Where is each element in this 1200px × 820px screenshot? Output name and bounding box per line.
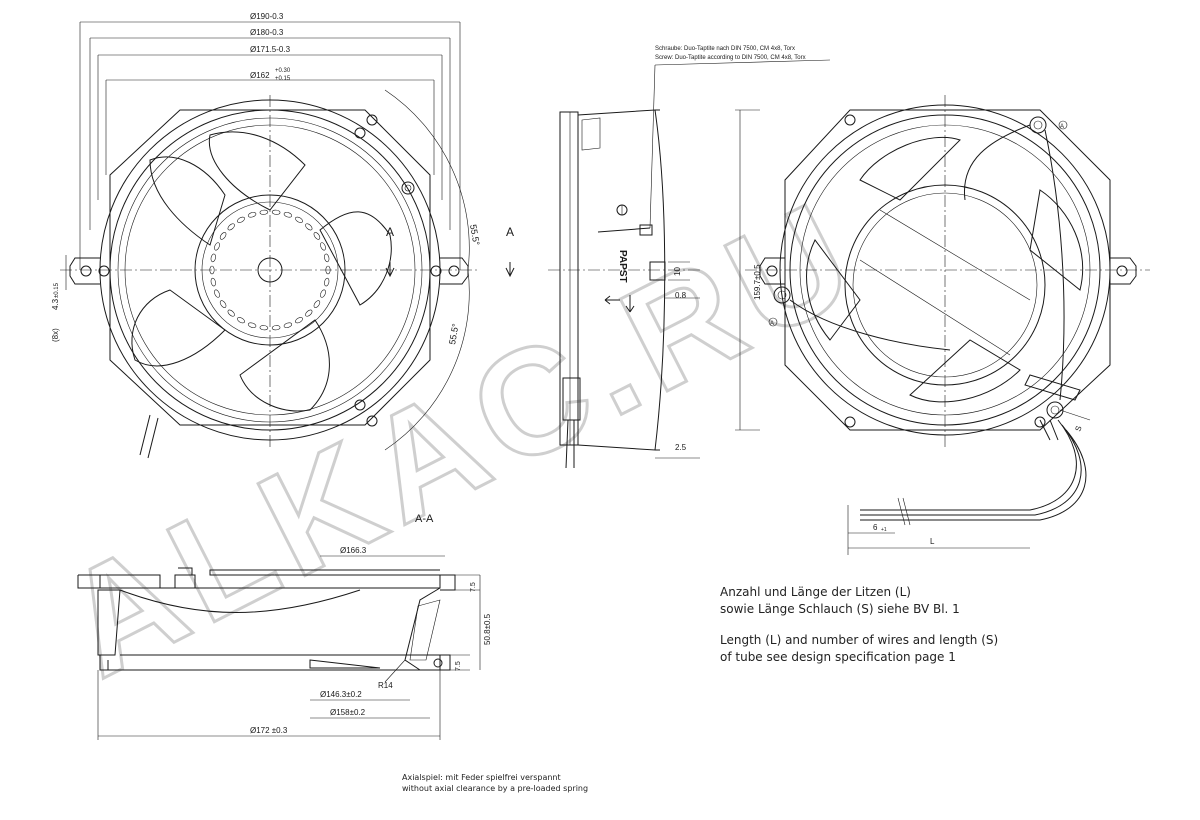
dim-length-s: S (1073, 425, 1083, 433)
hub-slot (271, 209, 281, 215)
wire-length-note: Anzahl und Länge der Litzen (L) sowie Lä… (720, 584, 998, 666)
hub-slot (305, 223, 313, 231)
dim-d190: Ø190-0.3 (250, 12, 284, 21)
note-de-line2: sowie Länge Schlauch (S) siehe BV Bl. 1 (720, 602, 960, 616)
side-view: 10 0.8 PAPST 2.5 Schraube: Duo-Taptite n… (548, 46, 831, 469)
screw-note-de: Schraube: Duo-Taptite nach DIN 7500, CM … (655, 46, 795, 52)
hub-slot (214, 289, 220, 298)
front-view: A A Ø190-0.3 Ø180-0.3 Ø171.5-0.3 Ø162 +0… (51, 12, 515, 459)
dim-d162: Ø162 (250, 71, 270, 80)
dim-hole-dia: 4.3 (51, 298, 60, 310)
dim-d180: Ø180-0.3 (250, 28, 284, 37)
hub-slot (283, 322, 293, 328)
hub-slot (295, 317, 303, 324)
dim-angle-bottom: 55.5° (447, 322, 461, 345)
dim-d1715: Ø171.5-0.3 (250, 45, 291, 54)
dim-d162-tol-lower: +0.15 (275, 76, 291, 82)
hub-slot (227, 309, 235, 317)
dim-length-6: 6 (873, 523, 878, 532)
note-de-line1: Anzahl und Länge der Litzen (L) (720, 585, 911, 599)
hub-slot (210, 253, 216, 263)
dim-d158: Ø158±0.2 (330, 708, 366, 717)
dim-length-6-tol: +1 (881, 527, 887, 533)
hub-slot (313, 300, 321, 308)
axial-play-note: Axialspiel: mit Feder spielfrei verspann… (402, 772, 588, 794)
marker-a-left: A (770, 321, 774, 327)
brand-label: PAPST (617, 250, 628, 283)
hub-slot (324, 277, 330, 287)
hub-slot (271, 325, 281, 331)
hub-slot (219, 232, 227, 240)
section-aa: A-A Ø166.3 7.5 50.8±0.5 7.5 R14 Ø146.3±0… (77, 513, 492, 740)
dim-d1663: Ø166.3 (340, 546, 367, 555)
marker-a-top: A (1060, 124, 1064, 130)
dim-h508: 50.8±0.5 (483, 613, 492, 645)
axial-note-de: Axialspiel: mit Feder spielfrei verspann… (402, 773, 561, 782)
hub-slot (320, 242, 326, 251)
screw-note-en: Screw: Duo-Taptite according to DIN 7500… (655, 55, 806, 61)
section-title: A-A (415, 513, 434, 525)
hub-slot (313, 232, 321, 240)
hub-slot (324, 253, 330, 263)
hub-slots (209, 209, 331, 331)
rear-view: A A 159.7±0.5 S 6 +1 L (735, 95, 1150, 555)
section-marker-a-left: A (386, 225, 394, 239)
hub-slot (214, 242, 220, 251)
dim-hole-tol: ±0.15 (54, 282, 60, 298)
hub-slot (305, 309, 313, 317)
hub-slot (259, 209, 269, 215)
dim-hole-count: (8x) (51, 328, 60, 342)
dim-width-10: 10 (673, 267, 682, 276)
dim-d172: Ø172 ±0.3 (250, 726, 288, 735)
hub-slot (237, 216, 245, 223)
dim-radius: R14 (378, 681, 393, 690)
section-marker-a-right: A (506, 225, 514, 239)
hub-slot (210, 277, 216, 287)
dim-h75-top: 7.5 (470, 582, 477, 592)
hub-slot (219, 300, 227, 308)
dim-length-l: L (930, 537, 935, 546)
hub-slot (295, 216, 303, 223)
note-en-line2: of tube see design specification page 1 (720, 650, 956, 664)
hub-slot (283, 212, 293, 218)
dim-d162-tol-upper: +0.30 (275, 68, 291, 74)
axial-note-en: without axial clearance by a pre-loaded … (402, 784, 589, 793)
dim-d1463: Ø146.3±0.2 (320, 690, 362, 699)
dim-width-08: 0.8 (675, 291, 687, 300)
hub-slot (237, 317, 245, 324)
hub-slot (227, 223, 235, 231)
note-en-line1: Length (L) and number of wires and lengt… (720, 633, 999, 647)
hub-slot (259, 325, 269, 331)
dim-angle-top: 55.5° (468, 224, 482, 247)
hub-slot (247, 322, 257, 328)
hub-slot (320, 289, 326, 298)
dim-h75-bottom: 7.5 (455, 661, 462, 671)
hub-slot (247, 212, 257, 218)
dim-width-25: 2.5 (675, 443, 687, 452)
dim-height-1597: 159.7±0.5 (753, 264, 762, 300)
